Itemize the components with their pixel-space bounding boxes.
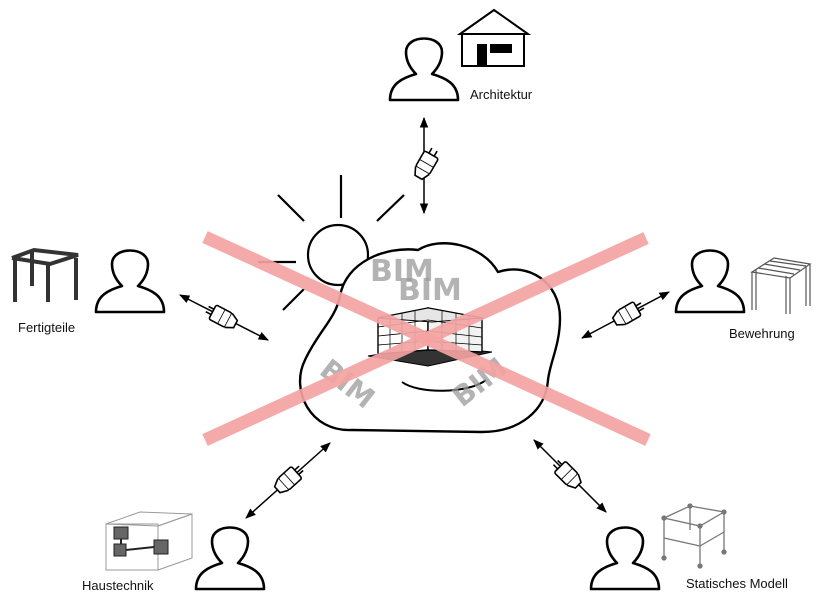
mep-box-icon <box>105 511 193 571</box>
role-fertigteile: Fertigteile <box>11 247 166 335</box>
precast-frame-icon <box>11 247 79 302</box>
connection-bewehrung <box>581 291 670 339</box>
role-statisches-modell: Statisches Modell <box>589 503 788 591</box>
role-architektur: Architektur <box>388 8 533 102</box>
usb-plug-icon <box>202 301 241 332</box>
connection-architektur <box>410 116 443 215</box>
connection-haustechnik <box>245 442 331 519</box>
house-icon <box>456 8 532 67</box>
rebar-cage-icon <box>750 257 812 314</box>
red-cross <box>202 231 651 446</box>
label-architektur: Architektur <box>470 87 533 102</box>
connection-statisches-modell <box>533 439 607 513</box>
usb-plug-icon <box>609 297 648 330</box>
structural-model-icon <box>661 503 727 569</box>
label-statisches-modell: Statisches Modell <box>686 576 788 591</box>
usb-plug-icon <box>410 144 443 183</box>
bim-watermark-2: BIM <box>398 273 462 308</box>
person-icon <box>94 249 166 314</box>
connection-fertigteile <box>179 294 269 341</box>
person-icon <box>388 37 460 102</box>
person-icon <box>674 249 746 314</box>
person-icon <box>194 526 266 591</box>
bim-watermark-1: BIM <box>370 254 434 289</box>
usb-plug-icon <box>271 461 308 497</box>
label-fertigteile: Fertigteile <box>18 320 75 335</box>
role-bewehrung: Bewehrung <box>674 249 812 341</box>
label-haustechnik: Haustechnik <box>82 578 154 593</box>
person-icon <box>589 526 661 591</box>
role-haustechnik: Haustechnik <box>82 511 266 593</box>
label-bewehrung: Bewehrung <box>729 326 795 341</box>
